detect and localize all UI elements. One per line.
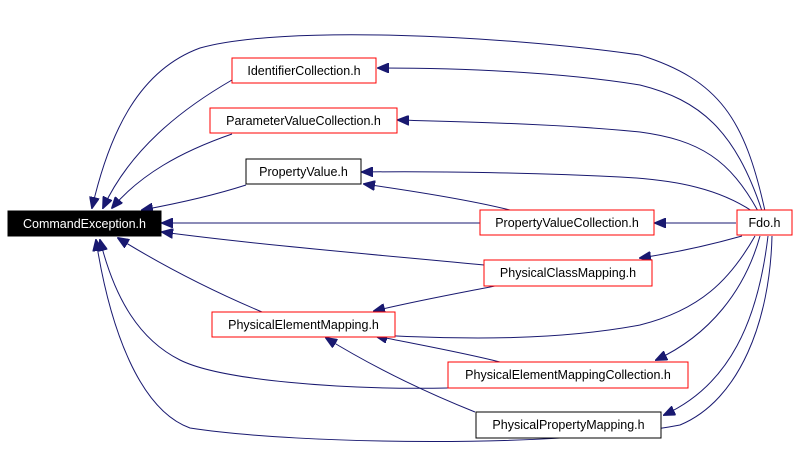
- node-physical-element-mapping[interactable]: PhysicalElementMapping.h: [211, 311, 396, 338]
- node-label: PropertyValueCollection.h: [495, 216, 639, 230]
- node-label: PhysicalElementMapping.h: [228, 318, 379, 332]
- edge-physical-class-mapping-to-physical-element-mapping: [374, 284, 501, 311]
- edges: [92, 34, 773, 442]
- edge-physical-element-mapping-collection-to-command-exception: [100, 240, 449, 389]
- edge-parameter-value-collection-to-command-exception: [112, 133, 233, 208]
- edge-property-value-to-command-exception: [142, 184, 247, 210]
- node-label: Fdo.h: [749, 216, 781, 230]
- edge-fdo-to-physical-element-mapping-collection: [656, 235, 761, 360]
- edge-fdo-to-command-exception-bottom: [96, 235, 773, 442]
- node-physical-class-mapping[interactable]: PhysicalClassMapping.h: [483, 259, 653, 287]
- edge-fdo-to-physical-property-mapping: [664, 235, 769, 415]
- edge-property-value-collection-to-property-value: [364, 184, 511, 211]
- edge-physical-element-mapping-collection-to-physical-element-mapping: [376, 336, 501, 363]
- node-physical-property-mapping[interactable]: PhysicalPropertyMapping.h: [475, 411, 662, 439]
- edge-physical-property-mapping-to-physical-element-mapping: [326, 338, 476, 413]
- edge-fdo-to-physical-element-mapping: [376, 235, 756, 338]
- node-fdo[interactable]: Fdo.h: [736, 209, 793, 236]
- edge-identifier-collection-to-command-exception: [103, 79, 233, 208]
- node-label: IdentifierCollection.h: [247, 64, 360, 78]
- edge-fdo-to-identifier-collection: [378, 68, 763, 212]
- node-label: PhysicalElementMappingCollection.h: [465, 368, 671, 382]
- node-physical-element-mapping-collection[interactable]: PhysicalElementMappingCollection.h: [447, 361, 689, 389]
- node-label: CommandException.h: [23, 217, 146, 231]
- node-property-value-collection[interactable]: PropertyValueCollection.h: [479, 209, 655, 236]
- edge-fdo-to-physical-class-mapping: [640, 235, 743, 258]
- node-identifier-collection[interactable]: IdentifierCollection.h: [231, 57, 377, 84]
- node-property-value[interactable]: PropertyValue.h: [245, 158, 362, 185]
- node-parameter-value-collection[interactable]: ParameterValueCollection.h: [209, 107, 398, 134]
- node-label: PhysicalPropertyMapping.h: [492, 418, 644, 432]
- edge-fdo-to-property-value: [362, 172, 753, 212]
- edge-fdo-to-parameter-value-collection: [398, 120, 759, 212]
- node-label: PhysicalClassMapping.h: [500, 266, 636, 280]
- node-label: PropertyValue.h: [259, 165, 348, 179]
- edge-physical-element-mapping-to-command-exception: [118, 238, 263, 313]
- edge-fdo-to-command-exception-top: [92, 34, 766, 212]
- node-command-exception[interactable]: CommandException.h: [7, 210, 162, 237]
- node-label: ParameterValueCollection.h: [226, 114, 381, 128]
- edge-physical-class-mapping-to-command-exception: [162, 232, 485, 266]
